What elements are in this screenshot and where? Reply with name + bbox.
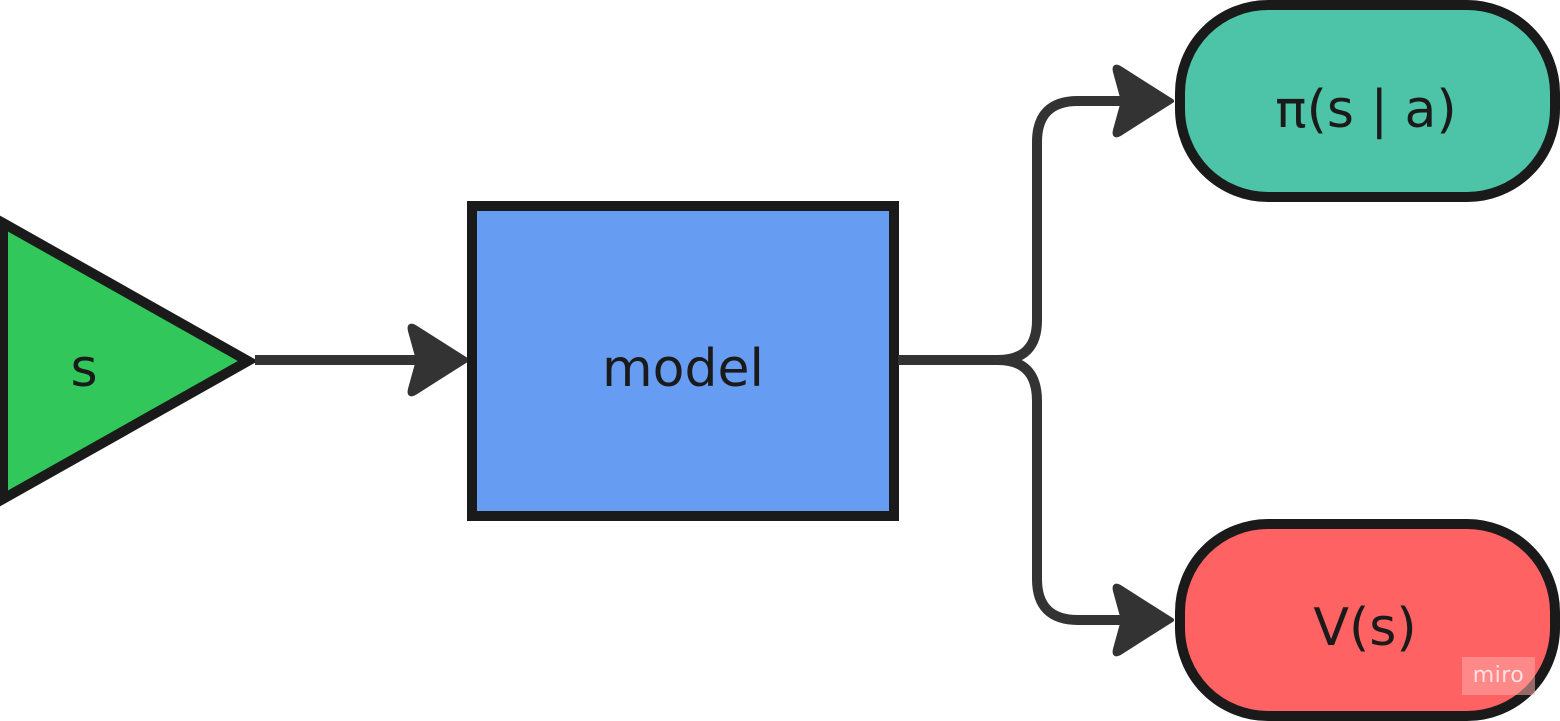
- value-node[interactable]: V(s): [1175, 519, 1560, 721]
- arrowhead-icon: [1112, 64, 1174, 138]
- value-node-label: V(s): [1313, 598, 1416, 658]
- value-pill-shape: [1175, 519, 1560, 721]
- arrowhead-icon: [407, 323, 469, 397]
- connector-model-to-policy[interactable]: [898, 64, 1174, 365]
- connector-input-to-model[interactable]: [255, 323, 469, 397]
- policy-pill-shape: [1175, 0, 1560, 202]
- policy-node-label: π(s | a): [1275, 80, 1456, 140]
- miro-watermark: miro: [1462, 657, 1535, 695]
- arrowhead-icon: [1112, 583, 1174, 657]
- connector-line: [898, 96, 1132, 365]
- input-node-label: s: [70, 339, 97, 399]
- connector-model-to-value[interactable]: [898, 355, 1174, 657]
- model-node-label: model: [602, 339, 764, 399]
- input-node[interactable]: s: [0, 215, 259, 507]
- model-node[interactable]: model: [467, 201, 899, 521]
- policy-node[interactable]: π(s | a): [1175, 0, 1560, 202]
- input-triangle-shape: [0, 215, 259, 507]
- model-box-shape: [467, 201, 899, 521]
- connector-line: [898, 355, 1132, 625]
